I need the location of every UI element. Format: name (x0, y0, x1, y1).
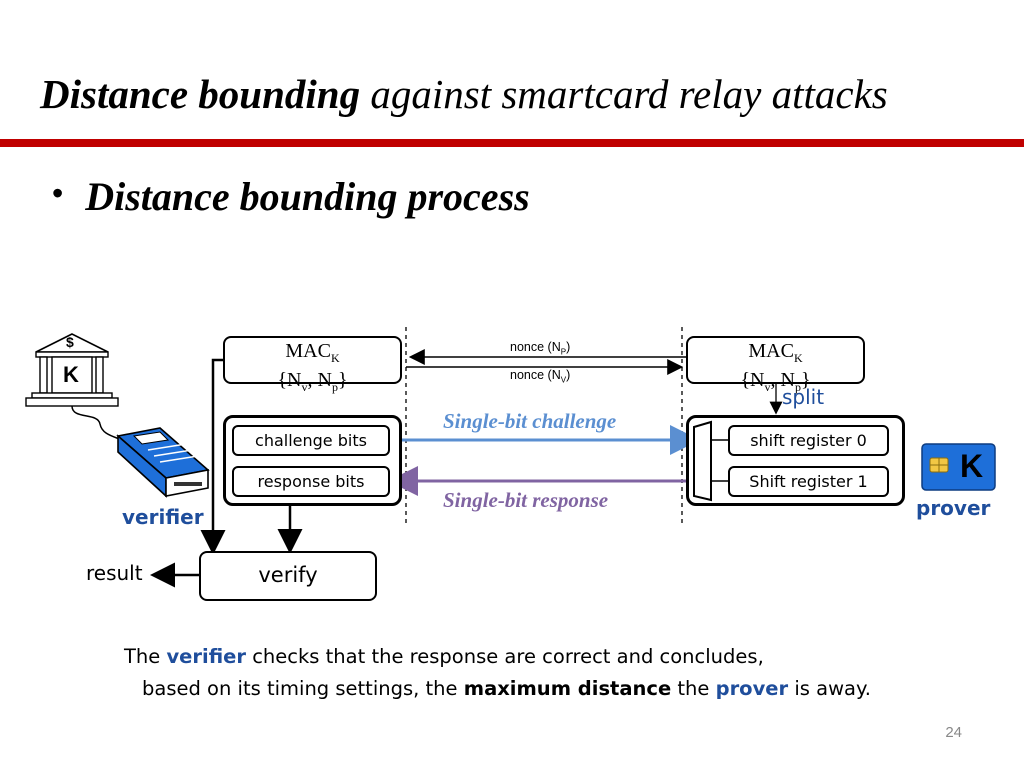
verifier-label: verifier (122, 505, 204, 529)
smartcard-icon (921, 443, 996, 491)
reader-cable (71, 405, 123, 441)
slide-title-bold: Distance bounding (40, 71, 361, 117)
shift-register-1-box: Shift register 1 (728, 466, 889, 497)
single-bit-response-label: Single-bit response (443, 488, 609, 512)
footnote-line-1: The verifier checks that the response ar… (124, 645, 764, 668)
bank-dollar-sign: $ (66, 334, 74, 350)
shift-register-0-box: shift register 0 (728, 425, 889, 456)
prover-mac-box: MACK {Nv, Np} (686, 336, 865, 394)
footnote-line-2: based on its timing settings, the maximu… (142, 677, 871, 700)
result-label: result (86, 561, 143, 585)
prover-label: prover (916, 496, 991, 520)
bullet-item: • Distance bounding process (52, 173, 530, 220)
bullet-dot: • (52, 175, 64, 211)
bank-key-letter: K (63, 362, 79, 387)
response-bits-box: response bits (232, 466, 390, 497)
page-number: 24 (945, 724, 962, 741)
slide-title: Distance bounding against smartcard rela… (40, 70, 888, 118)
slide-title-rest: against smartcard relay attacks (360, 71, 888, 117)
challenge-bits-box: challenge bits (232, 425, 390, 456)
card-key-letter: K (960, 448, 984, 484)
verify-box: verify (199, 551, 377, 601)
mac-to-verify-arrow (200, 358, 226, 555)
nonce-v-label: nonce (NV) (510, 368, 571, 385)
nonce-p-label: nonce (NP) (510, 340, 571, 357)
verifier-mac-box: MACK {Nv, Np} (223, 336, 402, 394)
split-label: split (782, 385, 825, 409)
card-reader-icon (116, 427, 210, 498)
single-bit-challenge-label: Single-bit challenge (443, 409, 617, 433)
bullet-text: Distance bounding process (85, 174, 530, 219)
title-divider (0, 139, 1024, 147)
footnote: The verifier checks that the response ar… (124, 641, 994, 705)
bank-icon (25, 333, 119, 407)
